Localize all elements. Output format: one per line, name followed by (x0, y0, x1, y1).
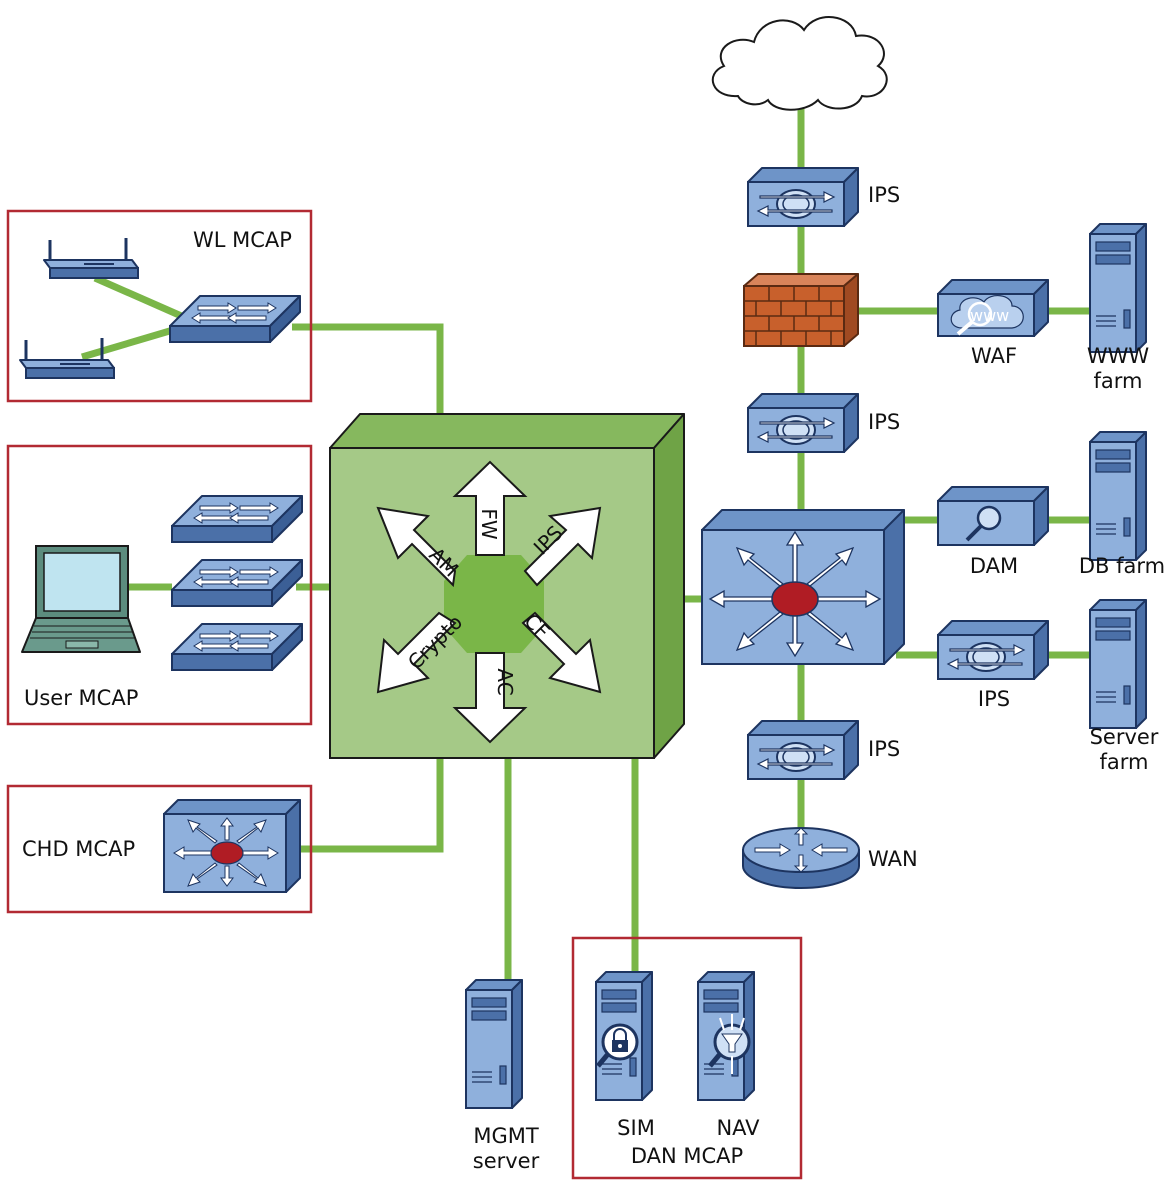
zone-chd-mcap (6, 784, 313, 914)
waf-www-glyph: www (970, 306, 1009, 325)
zone-boundaries (6, 209, 803, 1180)
mgmt-label-1: MGMT (473, 1124, 539, 1148)
firewall-icon (743, 273, 859, 347)
www-farm-label-2: farm (1094, 369, 1143, 393)
router-icon (701, 509, 905, 665)
db-farm-server (1089, 431, 1147, 561)
wireless-access-point-icon (18, 336, 116, 380)
wireless-access-point-icon (42, 236, 140, 280)
link-ap1-switch (93, 274, 197, 326)
cloud-icon (711, 16, 888, 111)
user-switch-1 (171, 495, 303, 543)
server-farm-server (1089, 599, 1147, 729)
ips-mid-label: IPS (868, 410, 900, 434)
wl-switch (169, 295, 301, 343)
waf-appliance: www (937, 279, 1049, 337)
zone-user-mcap (6, 444, 313, 726)
ips-server (937, 620, 1049, 680)
ips-top (747, 167, 859, 227)
user-mcap-label: User MCAP (24, 686, 138, 710)
wl-mcap-label: WL MCAP (193, 228, 292, 252)
www-farm-label-1: WWW (1087, 344, 1150, 368)
dam-label: DAM (970, 554, 1018, 578)
core-ac-label: AC (493, 668, 517, 695)
nav-server (697, 971, 755, 1101)
user-switch-2 (171, 559, 303, 607)
dam-appliance (937, 486, 1049, 546)
ips-bottom-label: IPS (868, 737, 900, 761)
ips-mid (747, 393, 859, 453)
nav-label: NAV (716, 1116, 760, 1140)
ips-bottom (747, 720, 859, 780)
waf-label: WAF (971, 344, 1017, 368)
core-security-appliance: FW AC IPS AM Crypto CF (329, 413, 685, 759)
mgmt-server (465, 979, 523, 1109)
chd-mcap-label: CHD MCAP (22, 837, 135, 861)
server-farm-label-1: Server (1090, 725, 1159, 749)
laptop-icon (21, 545, 141, 653)
zone-dan-mcap (571, 936, 803, 1180)
db-farm-label: DB farm (1079, 554, 1165, 578)
zone-wl-mcap (6, 209, 313, 403)
wan-label: WAN (868, 847, 918, 871)
user-switch-3 (171, 623, 303, 671)
wan-router (742, 827, 860, 889)
sim-label: SIM (617, 1116, 655, 1140)
core-fw-label: FW (477, 508, 501, 540)
link-wl-core (292, 323, 444, 420)
www-farm-server (1089, 223, 1147, 353)
ips-top-label: IPS (868, 183, 900, 207)
mgmt-label-2: server (473, 1149, 540, 1173)
chd-switch (163, 799, 301, 893)
dan-mcap-label: DAN MCAP (631, 1144, 743, 1168)
server-farm-label-2: farm (1100, 750, 1149, 774)
sim-server (595, 971, 653, 1101)
link-chd-core (300, 757, 444, 853)
ips-server-label: IPS (978, 687, 1010, 711)
